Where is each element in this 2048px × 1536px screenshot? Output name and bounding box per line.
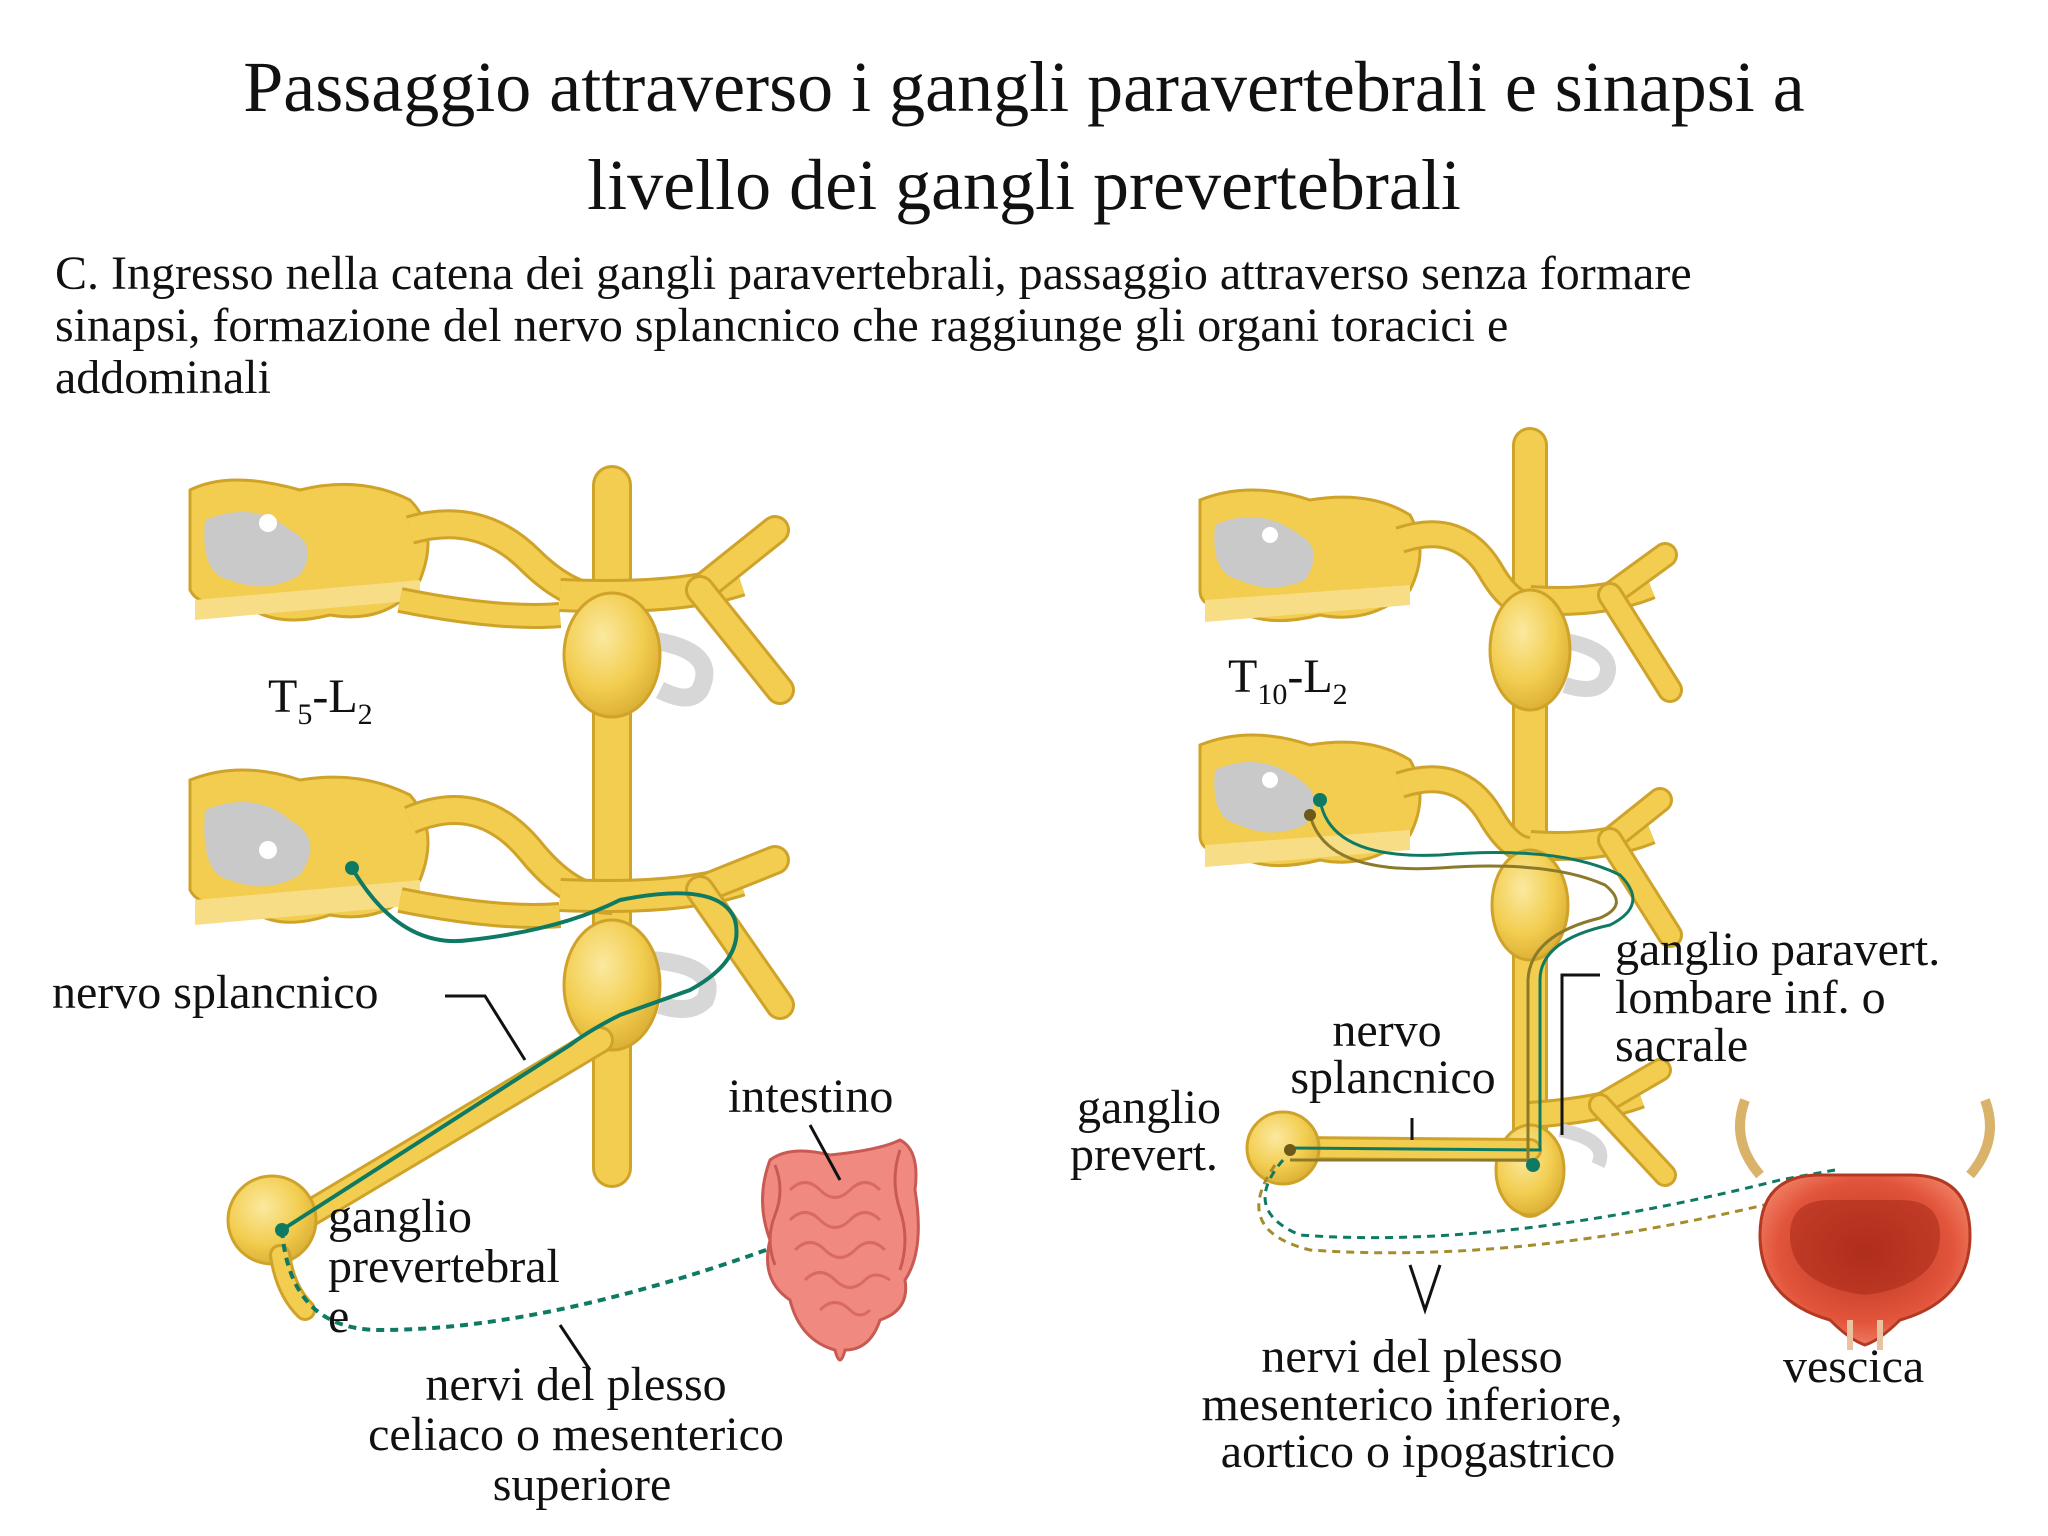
bladder-label: vescica bbox=[1783, 1340, 1924, 1393]
right-preganglionic-fiber bbox=[1289, 799, 1635, 1152]
right-plexus-leader bbox=[1408, 1264, 1442, 1315]
right-nerve-label: nervo splancnico bbox=[1290, 1004, 1495, 1104]
intestine-illustration bbox=[761, 1138, 920, 1362]
right-panel: T10-L2 bbox=[1070, 427, 1995, 1478]
left-preganglionic-fiber bbox=[283, 866, 739, 1230]
right-postganglionic-fiber-green bbox=[1263, 1159, 1836, 1240]
right-upper-spinal-segment bbox=[1198, 488, 1683, 712]
left-plexus-leader bbox=[558, 1324, 592, 1371]
page-title: Passaggio attraverso i gangli paraverteb… bbox=[0, 38, 2048, 234]
page-subtitle: C. Ingresso nella catena dei gangli para… bbox=[55, 248, 2015, 404]
left-upper-spinal-segment bbox=[188, 478, 795, 719]
left-nerve-label: nervo splancnico bbox=[52, 966, 379, 1019]
intestine-label: intestino bbox=[728, 1070, 893, 1123]
bladder-illustration bbox=[1735, 1098, 1995, 1350]
right-paravert-leader bbox=[1560, 973, 1600, 1135]
right-segment-label: T10-L2 bbox=[1228, 650, 1348, 711]
left-plexus-label: nervi del plesso celiaco o mesenterico s… bbox=[368, 1358, 796, 1511]
left-fiber-origin-dot bbox=[345, 861, 359, 875]
title-line-2: livello dei gangli prevertebrali bbox=[587, 145, 1461, 225]
left-segment-label: T5-L2 bbox=[268, 670, 373, 731]
right-plexus-label: nervi del plesso mesenterico inferiore, … bbox=[1201, 1330, 1634, 1478]
left-nerve-leader bbox=[445, 994, 527, 1061]
right-upper-paravertebral-ganglion bbox=[1488, 588, 1572, 712]
right-fiber-origin-dot bbox=[1313, 793, 1327, 807]
right-fiber-synapse-dot bbox=[1526, 1158, 1540, 1172]
intestine-leader bbox=[808, 1124, 842, 1181]
left-panel: T5-L2 bbox=[52, 465, 920, 1511]
left-ganglion-label: ganglio prevertebral e bbox=[328, 1190, 572, 1343]
right-fiber-origin-dot-2 bbox=[1304, 809, 1316, 821]
subtitle-line-3: addominali bbox=[55, 351, 271, 404]
right-paravert-label: ganglio paravert. lombare inf. o sacrale bbox=[1615, 923, 1952, 1072]
right-ganglion-label: ganglio prevert. bbox=[1070, 1081, 1233, 1181]
subtitle-line-2: sinapsi, formazione del nervo splancnico… bbox=[55, 299, 1509, 352]
left-lower-paravertebral-ganglion bbox=[562, 918, 662, 1052]
right-prevert-synapse-dot bbox=[1284, 1144, 1296, 1156]
subtitle-line-1: C. Ingresso nella catena dei gangli para… bbox=[55, 247, 1692, 300]
right-middle-paravertebral-ganglion bbox=[1490, 848, 1570, 962]
right-lower-spinal-segment bbox=[1198, 733, 1683, 962]
title-line-1: Passaggio attraverso i gangli paraverteb… bbox=[243, 47, 1805, 127]
left-upper-paravertebral-ganglion bbox=[562, 591, 662, 719]
